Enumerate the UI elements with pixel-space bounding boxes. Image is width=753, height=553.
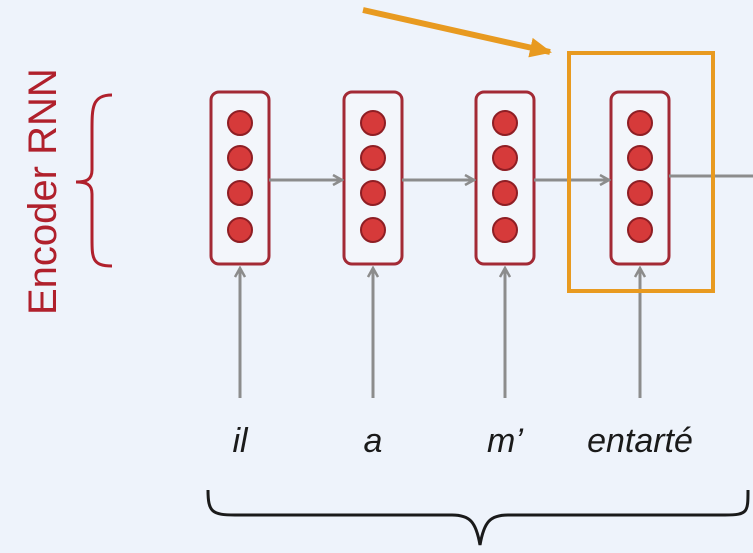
word-m: m’ [487,422,523,460]
word-entarte: entarté [587,422,693,460]
encoder-rnn-label: Encoder RNN [21,68,65,315]
highlight-box [567,51,715,293]
neuron [227,217,253,243]
rnn-cell [474,90,536,266]
neuron [492,110,518,136]
neuron [360,180,386,206]
input-arrows [240,268,640,398]
neuron [627,180,653,206]
neuron [360,110,386,136]
neuron [627,110,653,136]
neuron [227,110,253,136]
neuron [227,180,253,206]
pointer-arrow [362,7,552,58]
neuron [492,145,518,171]
neuron [627,217,653,243]
word-il: il [232,422,249,460]
source-sentence-brace [206,489,750,546]
neuron [492,217,518,243]
source-words: il a m’ entarté [232,422,692,460]
neuron [492,180,518,206]
rnn-cell-box [474,90,536,266]
rnn-cell [209,90,271,266]
encoder-brace [75,93,113,268]
word-a: a [364,422,383,460]
neuron [627,145,653,171]
rnn-cell-box [609,90,671,266]
neuron [360,217,386,243]
rnn-cell [609,90,671,266]
rnn-cells [209,90,671,266]
neuron [360,145,386,171]
neuron [227,145,253,171]
rnn-cell-box [342,90,404,266]
rnn-cell [342,90,404,266]
rnn-cell-box [209,90,271,266]
